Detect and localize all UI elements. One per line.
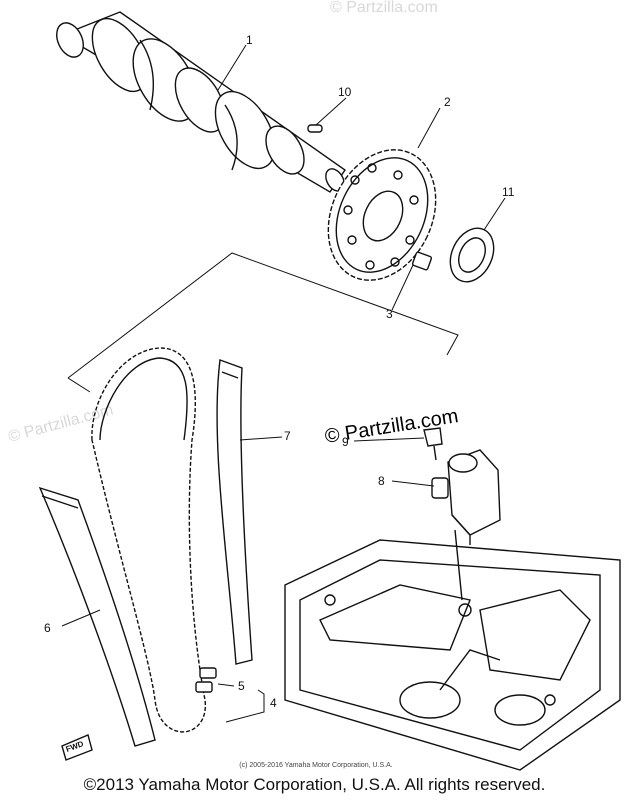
callout-2: 2 <box>444 95 451 109</box>
sprocket-bolt <box>411 251 433 271</box>
fwd-arrow: FWD <box>61 734 93 761</box>
tensioner-bolt <box>423 427 443 461</box>
callout-3: 3 <box>386 307 393 321</box>
camshaft <box>56 11 346 193</box>
callout-1: 1 <box>246 33 253 47</box>
callout-8: 8 <box>378 474 385 488</box>
cylinder-head <box>284 539 621 771</box>
cam-sprocket <box>327 149 437 281</box>
chain-guide <box>216 359 253 665</box>
oil-seal <box>449 227 495 283</box>
callout-6: 6 <box>44 621 51 635</box>
tensioner-guide <box>38 486 156 747</box>
callout-11: 11 <box>502 185 515 199</box>
copyright-footer: ©2013 Yamaha Motor Corporation, U.S.A. A… <box>83 775 546 794</box>
leader-lines <box>61 44 506 723</box>
faint-watermark-top: © Partzilla.com <box>330 0 438 16</box>
chain-tensioner <box>431 449 501 601</box>
callout-9: 9 <box>342 435 349 449</box>
master-link <box>195 667 217 693</box>
callout-5: 5 <box>238 679 245 693</box>
callout-4: 4 <box>270 696 277 710</box>
small-copyright: (c) 2005-2016 Yamaha Motor Corporation, … <box>239 762 392 769</box>
faint-watermark-left: © Partzilla.com <box>7 402 116 446</box>
cam-chain <box>91 347 206 733</box>
callout-7: 7 <box>284 429 291 443</box>
callout-10: 10 <box>338 85 352 99</box>
dowel-pin <box>307 124 323 133</box>
exploded-view-outline <box>67 252 459 379</box>
